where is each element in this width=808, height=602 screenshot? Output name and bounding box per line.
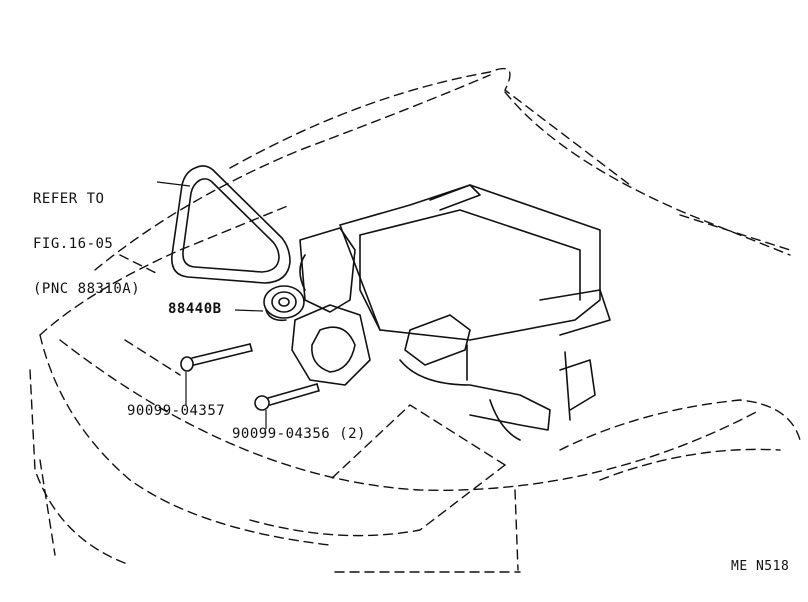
diagram-code: ME N518 xyxy=(731,559,790,574)
idler-pulley-part-number: 88440B xyxy=(168,301,222,317)
bolt-pair xyxy=(254,383,320,411)
engine-block-outline xyxy=(291,184,611,441)
refer-note: REFER TO FIG.16-05 (PNC 88310A) xyxy=(33,162,140,312)
refer-note-line-1: REFER TO xyxy=(33,191,105,207)
drive-belt xyxy=(171,165,291,284)
bolt-single-part-number: 90099-04357 xyxy=(127,403,226,419)
refer-note-line-2: FIG.16-05 xyxy=(33,236,114,252)
leader-lines xyxy=(156,181,267,429)
bolt-pair-part-number: 90099-04356 (2) xyxy=(232,426,366,442)
refer-note-line-3: (PNC 88310A) xyxy=(33,281,141,297)
vehicle-body-phantom-lines xyxy=(29,67,801,573)
bolt-single xyxy=(180,343,253,372)
idler-pulley xyxy=(263,285,305,322)
